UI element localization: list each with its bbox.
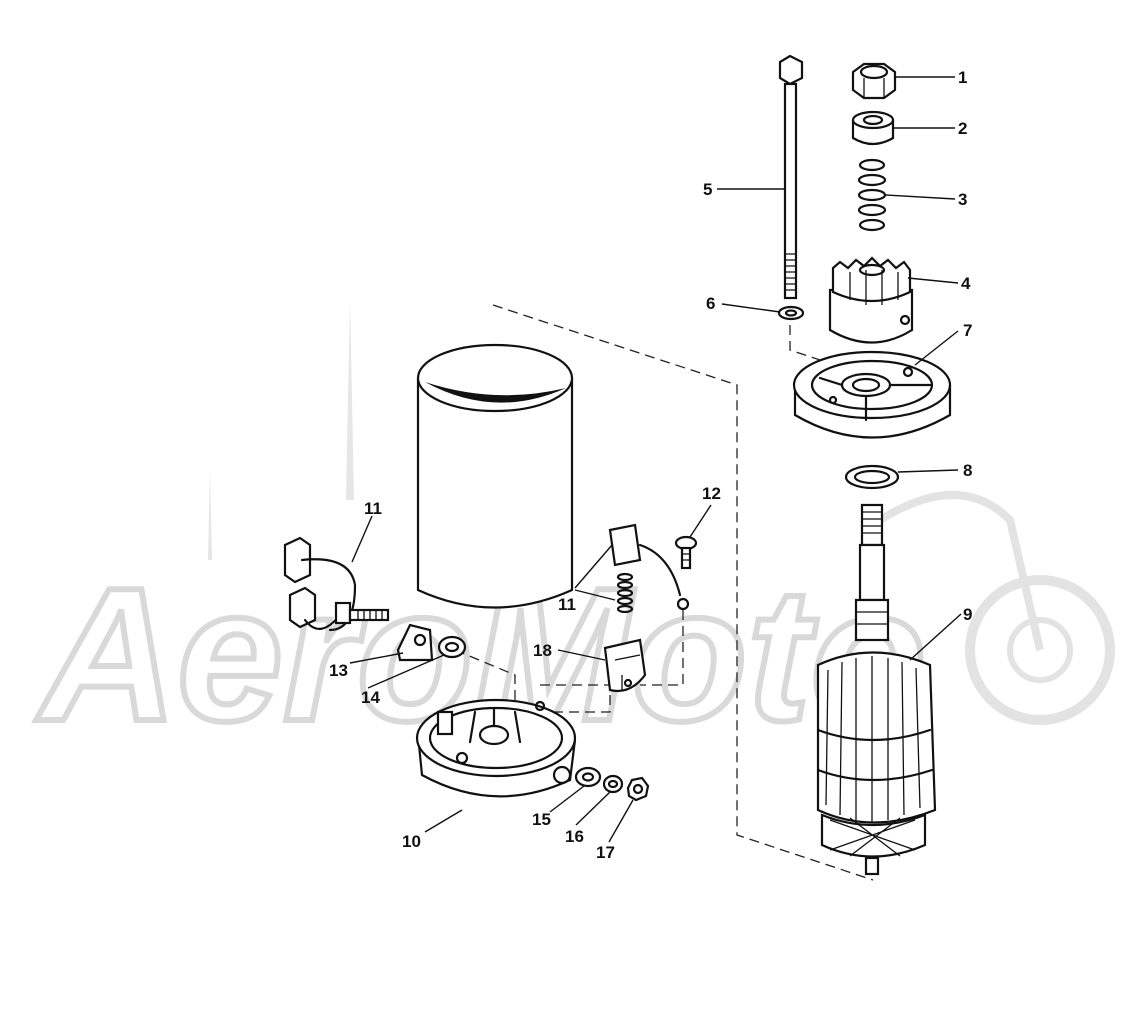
callout-15: 15 — [532, 810, 551, 829]
part-1-hex-nut — [851, 62, 897, 100]
part-frame-housing — [416, 343, 574, 609]
callout-9: 9 — [963, 605, 972, 624]
callout-5: 5 — [703, 180, 712, 199]
callout-labels: 1 2 3 4 5 6 7 8 9 10 11 11 12 13 14 15 1… — [329, 68, 972, 862]
part-15-washer — [574, 766, 602, 788]
leader-lines — [349, 76, 962, 843]
part-2-bushing — [851, 110, 895, 146]
part-14-washer — [437, 635, 467, 659]
part-12-screw — [674, 535, 698, 570]
callout-11-right: 11 — [558, 595, 576, 614]
callout-16: 16 — [565, 827, 584, 846]
part-5-through-bolt — [778, 54, 804, 300]
part-11-brush-spring-right — [608, 523, 690, 614]
part-3-spring — [857, 158, 887, 232]
callout-6: 6 — [706, 294, 715, 313]
callout-11-left: 11 — [364, 499, 382, 518]
callout-4: 4 — [961, 274, 971, 293]
callout-17: 17 — [596, 843, 615, 862]
part-10-end-frame — [415, 698, 577, 798]
part-4-pinion-drive — [828, 256, 914, 344]
part-11-brush-lead-left — [283, 536, 390, 632]
callout-14: 14 — [361, 688, 380, 707]
part-6-washer — [777, 305, 805, 321]
callout-12: 12 — [702, 484, 721, 503]
part-8-thrust-washer — [844, 464, 900, 490]
callout-13: 13 — [329, 661, 348, 680]
part-9-armature — [816, 503, 937, 876]
part-13-bracket — [396, 623, 434, 662]
callout-3: 3 — [958, 190, 967, 209]
callout-8: 8 — [963, 461, 972, 480]
callout-10: 10 — [402, 832, 421, 851]
part-7-end-cap — [792, 350, 952, 439]
callout-2: 2 — [958, 119, 967, 138]
part-18-brush-holder — [603, 638, 647, 693]
part-16-lockwasher — [602, 774, 624, 794]
callout-18: 18 — [533, 641, 552, 660]
callout-7: 7 — [963, 321, 972, 340]
part-17-nut — [626, 776, 650, 802]
callout-1: 1 — [958, 68, 967, 87]
